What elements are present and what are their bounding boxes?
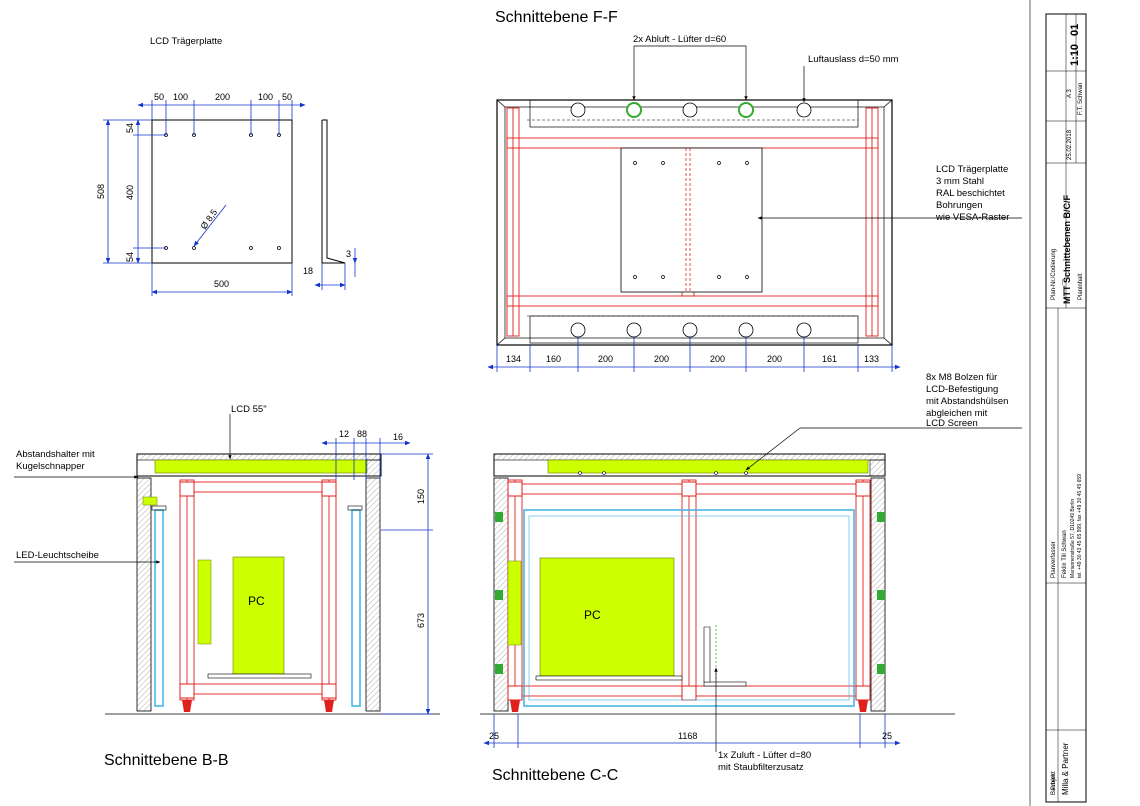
bb-dim-right-0: 150	[416, 489, 426, 504]
tb-bauherr: Bauherr	[1051, 774, 1057, 795]
ff-dim-6: 161	[822, 354, 837, 364]
lcd-plate-drawing: LCD Trägerplatte	[96, 36, 358, 296]
ff-exhaust-channel-top	[529, 99, 859, 128]
lcd-plate-dim-flange: 18	[303, 266, 313, 276]
title-cc: Schnittebene C-C	[492, 767, 618, 784]
lcd-plate-dim-top-2: 200	[215, 92, 230, 102]
title-ff: Schnittebene F-F	[495, 9, 618, 26]
ff-dim-4: 200	[710, 354, 725, 364]
tb-drawn-by: F.T. Schwan	[1078, 83, 1084, 115]
cc-dimensions	[483, 714, 901, 748]
view-cc: PC 8x M8 Bolzen für LCD-Befestigung mit …	[480, 372, 1022, 773]
bb-label-lcd: LCD 55"	[231, 404, 267, 415]
ff-dim-0: 134	[506, 354, 521, 364]
bb-wall-right	[365, 477, 381, 712]
lcd-plate-dim-left-1: 400	[125, 185, 135, 200]
cc-clips	[495, 512, 885, 674]
bb-pc-box	[232, 556, 285, 675]
lcd-plate-holes	[164, 133, 281, 250]
cc-label-bolzen-1: LCD-Befestigung	[926, 384, 998, 395]
bb-dimensions	[321, 438, 433, 715]
lcd-plate-dim-width: 500	[214, 279, 229, 289]
tb-planinhalt: Planinhalt	[1078, 273, 1084, 300]
tb-dashes: ---	[1060, 279, 1066, 285]
cc-label-bolzen-2: mit Abstandshülsen	[926, 396, 1008, 407]
tb-plan-no-label: Plan-Nr./Codierung	[1051, 249, 1057, 300]
bb-wall-left	[136, 477, 152, 712]
ff-dim-1: 160	[546, 354, 561, 364]
bb-label-abstand-1: Kugelschnapper	[16, 461, 85, 472]
lcd-plate-hole-diameter: Ø 8,5	[198, 207, 219, 231]
ff-lcd-plate	[620, 147, 763, 293]
bb-led-panel-left	[154, 509, 164, 707]
cc-pc-label: PC	[584, 608, 601, 622]
ff-dim-7: 133	[864, 354, 879, 364]
ff-label-luftauslass: Luftauslass d=50 mm	[808, 54, 899, 65]
title-bb: Schnittebene B-B	[104, 752, 229, 769]
bb-label-abstand-0: Abstandshalter mit	[16, 449, 95, 460]
lcd-plate-dim-top-0: 50	[154, 92, 164, 102]
tb-format: A 3	[1067, 89, 1073, 98]
cc-intake-fan	[703, 626, 711, 683]
ff-label-plate-3: Bohrungen	[936, 200, 982, 211]
cc-label-bolzen-0: 8x M8 Bolzen für	[926, 372, 997, 383]
bb-led-panel-right	[351, 509, 361, 707]
cc-label-zuluft-0: 1x Zuluft - Lüfter d=80	[718, 750, 811, 761]
bb-dim-top-1: 88	[357, 429, 367, 439]
lcd-plate-dim-top-3: 100	[258, 92, 273, 102]
ff-label-plate-2: RAL beschichtet	[936, 188, 1005, 199]
ff-dim-2: 200	[598, 354, 613, 364]
ff-label-abluft: 2x Abluft - Lüfter d=60	[633, 34, 726, 45]
bb-dim-top-2: 16	[393, 432, 403, 442]
bb-dim-top-0: 12	[339, 429, 349, 439]
tb-scale: 1:10	[1069, 44, 1081, 66]
tb-client: Milla & Partner	[1061, 742, 1070, 795]
ff-exhaust-fans	[626, 102, 754, 118]
lcd-plate-dim-left-2: 54	[125, 252, 135, 262]
tb-sheet: 01	[1069, 24, 1081, 36]
ff-label-plate-4: wie VESA-Raster	[935, 212, 1009, 223]
bb-pc-label: PC	[248, 594, 265, 608]
cc-lcd-panel	[547, 459, 869, 474]
tb-office-1: Mariannenstraße 57, D10249 Berlin	[1070, 499, 1076, 578]
ff-aluminium-profiles	[506, 107, 879, 337]
tb-office-2: tel. +49 30 43 45 65 999, fax +49 30 45 …	[1077, 474, 1083, 578]
tb-date: 25.02.2018	[1067, 129, 1073, 160]
cc-dim-2: 25	[882, 731, 892, 741]
lcd-plate-dim-height: 508	[96, 184, 106, 199]
ff-label-plate-0: LCD Trägerplatte	[936, 164, 1008, 175]
tb-planverfasser: Planverfasser	[1051, 541, 1057, 578]
lcd-plate-title: LCD Trägerplatte	[150, 36, 222, 47]
view-ff: 2x Abluft - Lüfter d=60 Luftauslass d=50…	[487, 34, 1022, 372]
ff-dimension-chain	[487, 337, 901, 372]
lcd-plate-dim-left-0: 54	[125, 123, 135, 133]
lcd-plate-outline	[151, 119, 293, 264]
lcd-plate-dim-top-4: 50	[282, 92, 292, 102]
cc-dim-0: 25	[489, 731, 499, 741]
cc-label-bolzen-3: abgleichen mit	[926, 408, 988, 419]
ff-label-plate-1: 3 mm Stahl	[936, 176, 984, 187]
cc-label-bolzen-4: LCD Screen	[926, 418, 978, 429]
cc-dim-1: 1168	[678, 731, 697, 741]
ff-dim-5: 200	[767, 354, 782, 364]
bb-lcd-panel	[154, 459, 368, 474]
lcd-plate-side-profile	[321, 119, 346, 264]
tb-projekt: Projekt	[1051, 771, 1057, 790]
ff-dim-3: 200	[654, 354, 669, 364]
cc-label-zuluft-1: mit Staubfilterzusatz	[718, 762, 804, 773]
cc-led-panel	[523, 509, 855, 707]
view-bb: PC LCD 55" Abstandshalter mit Kugelschna…	[14, 404, 440, 715]
title-block: 1:10 01 A 3 25.02.2018 F.T. Schwan Plan-…	[1029, 0, 1087, 806]
tb-office-0: Feklix Till Schwan	[1062, 530, 1068, 578]
bb-side-component	[197, 559, 212, 645]
lcd-plate-dim-thickness: 3	[346, 249, 351, 259]
tb-plan-title: MTT Schnittebenen B/C/F	[1062, 195, 1072, 305]
bb-label-led: LED-Leuchtscheibe	[16, 550, 99, 561]
cc-pc-box	[539, 557, 675, 677]
bb-dim-right-1: 673	[416, 613, 426, 628]
lcd-plate-dim-top-1: 100	[173, 92, 188, 102]
